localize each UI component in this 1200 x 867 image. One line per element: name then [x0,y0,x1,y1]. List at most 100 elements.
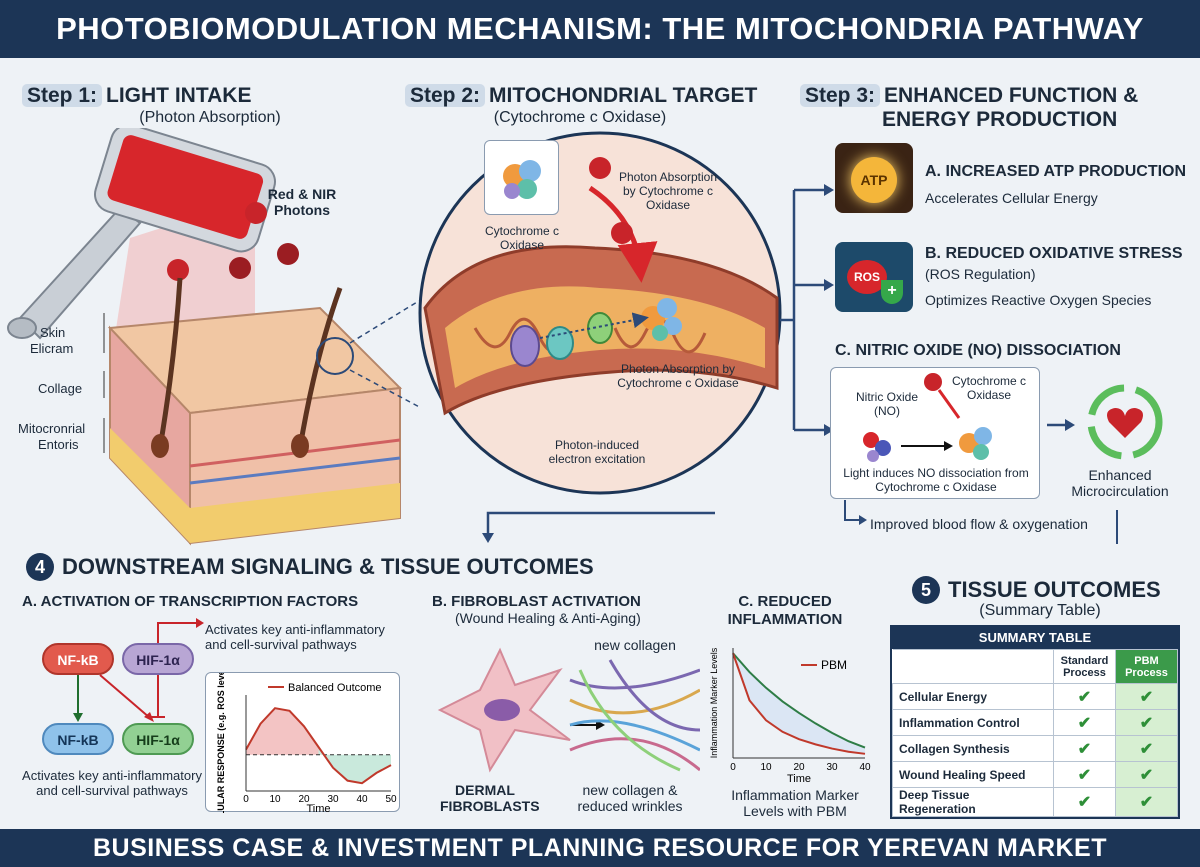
step4-b-title: B. FIBROBLAST ACTIVATION [432,593,641,610]
col-standard: Standard Process [1053,649,1116,684]
summary-table-grid: Standard Process PBM Process Cellular En… [892,649,1178,817]
table-row: Wound Healing Speed✔✔ [892,761,1178,788]
y-axis-label: CELLULAR RESPONSE (e.g. ROS levels) [216,673,226,813]
step2-subtitle: (Cytochrome c Oxidase) [493,109,667,126]
step4-c-title-2: INFLAMMATION [727,611,843,628]
legend-label: Balanced Outcome [288,682,382,694]
new-collagen-label: new collagen [594,637,676,653]
light-device-skin-illustration [7,128,420,546]
layer-label-mito1: Mitocronrial [18,421,86,436]
series-line [245,707,392,785]
excitation-label: Photon-induced electron excitation [548,438,646,466]
check-icon: ✔ [1053,761,1116,788]
no-dissociation-box: Nitric Oxide (NO) Cytochrome c Oxidase L… [830,367,1040,499]
step3-tag: Step 3: [800,84,881,107]
cco-inset [484,140,559,215]
step1-subtitle: (Photon Absorption) [139,109,281,126]
col-pbm: PBM Process [1115,649,1178,684]
step2-tag: Step 2: [405,84,486,107]
step3-c-title: C. NITRIC OXIDE (NO) DISSOCIATION [835,342,1121,359]
check-icon: ✔ [1115,735,1178,762]
step3-a-title: A. INCREASED ATP PRODUCTION [925,163,1187,180]
flow-connector [844,500,1118,544]
x-tick-label: 40 [356,794,368,805]
mitochondria-zoom-illustration [418,131,782,495]
ros-icon-label: ROS [847,260,887,294]
inflammation-caption: Inflammation Marker Levels with PBM [731,787,859,819]
page-title: PHOTOBIOMODULATION MECHANISM: THE MITOCH… [0,0,1200,58]
table-row: Cellular Energy✔✔ [892,683,1178,710]
row-label: Cellular Energy [892,683,1054,710]
x-tick-label: 30 [327,794,339,805]
positive-area [246,708,319,755]
heart-circulation-icon [1047,384,1163,460]
x-tick-label: 30 [826,762,838,773]
tf-top-note: Activates key anti-inflammatory and cell… [205,622,385,652]
row-label: Inflammation Control [892,709,1054,736]
fibroblast-illustration [437,647,700,773]
x-tick-label: 20 [298,794,310,805]
check-icon: ✔ [1053,683,1116,710]
photons-label: Red & NIR Photons [267,186,337,218]
reduction-area [733,653,865,754]
ros-shield-icon: ROS + [835,242,913,312]
micro-label: Enhanced Microcirculation [1071,467,1169,499]
zoom-circle [316,337,354,375]
nfkb-top-pill: NF-kB [42,643,114,675]
summary-table-title: SUMMARY TABLE [892,627,1178,649]
x-tick-label: 10 [269,794,281,805]
step3-a-desc: Accelerates Cellular Energy [925,190,1098,206]
summary-table: SUMMARY TABLE Standard Process PBM Proce… [890,625,1180,819]
check-icon: ✔ [1115,709,1178,736]
step3-heading: Step 3:ENHANCED FUNCTION & ENERGY PRODUC… [800,84,1180,132]
layer-label-mito2: Entoris [38,437,79,452]
step3-b-sub: (ROS Regulation) [925,266,1036,282]
step4-number: 4 [26,553,54,581]
table-row: Deep Tissue Regeneration✔✔ [892,787,1178,817]
check-icon: ✔ [1115,683,1178,710]
atp-icon-label: ATP [851,157,897,203]
collagen-result-label: new collagen & reduced wrinkles [577,782,683,814]
x-tick-label: 40 [859,762,871,773]
step3-title-line1: ENHANCED FUNCTION & [884,84,1139,107]
step2-heading: Step 2:MITOCHONDRIAL TARGET [405,84,757,108]
table-row: Collagen Synthesis✔✔ [892,735,1178,762]
collagen-fibers [569,659,700,772]
check-icon: ✔ [1115,761,1178,788]
y-axis-label: Inflammation Marker Levels [709,647,719,758]
atp-icon: ATP [835,143,913,213]
check-icon: ✔ [1115,787,1178,817]
series-line [732,652,866,755]
photon-icon [611,222,633,244]
absorb-label-top: Photon Absorption by Cytochrome c Oxidas… [618,170,718,212]
flow-label: Improved blood flow & oxygenation [870,516,1088,532]
step5-title: TISSUE OUTCOMES [948,577,1161,602]
x-tick-label: 20 [793,762,805,773]
step3-b-desc: Optimizes Reactive Oxygen Species [925,292,1152,308]
no-label: Nitric Oxide (NO) [855,390,918,418]
negative-area [318,747,391,784]
footer-banner: BUSINESS CASE & INVESTMENT PLANNING RESO… [0,829,1200,867]
legend-label: PBM [821,658,847,672]
hif-top-pill: HIF-1α [122,643,194,675]
layer-label-elicram: Elicram [30,341,74,356]
shield-plus-icon: + [881,280,903,304]
x-tick-label: 50 [385,794,397,805]
tf-arrows [73,618,204,722]
step4-title: DOWNSTREAM SIGNALING & TISSUE OUTCOMES [62,554,594,579]
absorb-label-bottom: Photon Absorption by Cytochrome c Oxidas… [617,362,739,390]
layer-label-skin: Skin [40,325,66,340]
check-icon: ✔ [1053,735,1116,762]
step4-a-title: A. ACTIVATION OF TRANSCRIPTION FACTORS [22,593,359,610]
x-axis-label: Time [787,773,811,785]
check-icon: ✔ [1053,709,1116,736]
led-panel [107,135,264,239]
step4-c-title-1: C. REDUCED [738,593,832,610]
photon-icon [167,202,299,281]
x-axis-label: Time [306,803,330,813]
step5-number: 5 [912,576,940,604]
row-label: Collagen Synthesis [892,735,1054,762]
step4-b-sub: (Wound Healing & Anti-Aging) [455,610,641,626]
